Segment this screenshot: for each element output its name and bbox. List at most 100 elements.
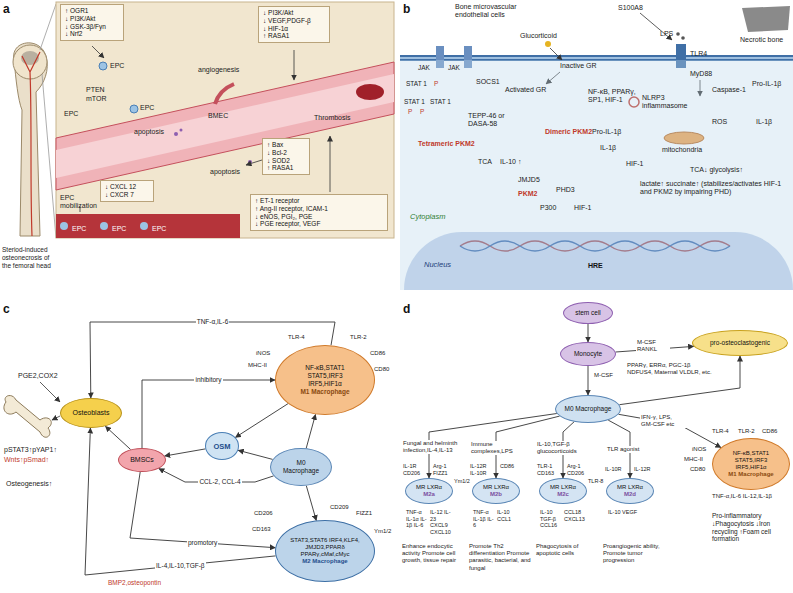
m2-subtype-cell: MR LXRαM2b bbox=[472, 478, 520, 504]
annotation-label: EPC mobilization bbox=[60, 194, 98, 211]
pathway-box: ↓ PI3K/Akt↓ VEGF,PDGF-β↓ HIF-1α↑ RASA1 bbox=[258, 6, 330, 43]
annotation-label: PGE2,COX2 bbox=[18, 372, 58, 380]
annotation-label: HIF-1 bbox=[626, 160, 644, 168]
monocyte-cell: Monocyte bbox=[560, 342, 616, 366]
vessel-illustration bbox=[56, 2, 394, 238]
node-text: Cytoplasm bbox=[410, 212, 445, 221]
node-text: ↓ Nrf2 bbox=[65, 30, 82, 38]
annotation-label: Wnts↑pSmad↑ bbox=[4, 456, 49, 464]
annotation-label: TLR-8 bbox=[588, 478, 603, 485]
annotation-label: CD86 bbox=[500, 463, 514, 470]
annotation-label: angiogenesis bbox=[198, 66, 239, 74]
node-text: stem cell bbox=[575, 309, 601, 317]
node-text: M1 Macrophage bbox=[728, 471, 773, 478]
osteoclast-cell: pro-osteoclastogenic bbox=[692, 330, 788, 356]
annotation-label: IL-1R bbox=[403, 463, 416, 470]
annotation-label: Activated GR bbox=[505, 86, 546, 94]
annotation-label: Enhance endocytic activity Promote cell … bbox=[402, 543, 466, 565]
annotation-label: P bbox=[420, 108, 424, 116]
node-text: STAT3,STAT6 IRF4,KLF4, JMJD3,PPARδ PPARγ… bbox=[290, 537, 360, 559]
bone-marrow bbox=[56, 214, 240, 238]
annotation-label: PTEN bbox=[86, 86, 105, 94]
node-text: MR LXRα bbox=[416, 484, 442, 491]
annotation-label: MHC-II bbox=[684, 456, 703, 463]
annotation-label: CD163 bbox=[252, 526, 271, 533]
annotation-label: TEPP-46 or DASA-58 bbox=[468, 112, 512, 129]
epc-cell bbox=[140, 222, 148, 230]
annotation-label: Dimeric PKM2 bbox=[545, 128, 592, 136]
annotation-label: TNF-α IL-1α IL-1β IL-6 bbox=[406, 509, 428, 529]
necrotic-bone bbox=[742, 6, 790, 32]
panel-letter: c bbox=[3, 302, 10, 316]
effect-arrow bbox=[330, 136, 331, 192]
panel-letter: b bbox=[403, 2, 410, 16]
annotation-label: TCA↓ glycolysis↑ bbox=[690, 166, 743, 174]
connector-arrow bbox=[306, 486, 316, 521]
annotation-label: FIZZ1 bbox=[356, 510, 372, 517]
node-text: MR LXRα bbox=[483, 484, 509, 491]
osm-circle: OSM bbox=[205, 432, 239, 460]
bone-shape bbox=[4, 396, 51, 438]
femoral-vessel bbox=[22, 52, 40, 236]
pathway-box: ↑ Bax↓ Bcl-2↓ SOD2↑ RASA1 bbox=[262, 138, 310, 175]
annotation-label: iNOS bbox=[692, 446, 706, 453]
pathway-box: ↑ ET-1 receptor↑ Ang-II receptor, ICAM-1… bbox=[250, 194, 388, 231]
node-text: ↓ GSK-3β/Fyn bbox=[65, 23, 106, 31]
nucleus-region: Nucleus bbox=[404, 232, 793, 290]
annotation-label: Necrotic bone bbox=[740, 36, 790, 44]
annotation-label: Glucorticoid bbox=[520, 32, 557, 40]
stem-cell: stem cell bbox=[563, 302, 613, 324]
annotation-label: Thrombosis bbox=[314, 114, 351, 122]
node-text: ↑ Bax bbox=[267, 141, 283, 149]
node-text: Monocyte bbox=[574, 350, 602, 358]
annotation-label: EPC bbox=[110, 62, 124, 70]
annotation-label: Pro-IL-1β bbox=[592, 128, 621, 136]
edge-label: inhibitory bbox=[194, 376, 222, 384]
annotation-label: IL-12R bbox=[470, 463, 487, 470]
connector-arrow bbox=[238, 450, 272, 459]
apoptotic-body bbox=[180, 129, 183, 132]
node-text: M0 Macrophage bbox=[565, 405, 612, 413]
annotation-label: JAK bbox=[418, 64, 430, 72]
annotation-label: iNOS bbox=[256, 350, 270, 357]
connector-arrow bbox=[85, 428, 276, 575]
m2-subtype-cell: MR LXRαM2d bbox=[606, 478, 654, 504]
panel-letter: d bbox=[403, 302, 410, 316]
annotation-label: FIZZ1 bbox=[433, 470, 448, 477]
annotation-label: CCL18 CXCL13 bbox=[564, 509, 588, 522]
edge-label: promotory bbox=[187, 539, 218, 547]
pathway-box: ↓ CXCL 12↓ CXCR 7 bbox=[100, 180, 154, 202]
node-text: ↑ OGR1 bbox=[65, 7, 88, 15]
vessel-lumen bbox=[56, 74, 394, 178]
node-text: ↑ RASA1 bbox=[267, 164, 293, 172]
annotation-label: Proangiogenic ability, Promote tumor pro… bbox=[603, 543, 671, 565]
edge-label: Fungal and helminth infection,IL-4,IL-13 bbox=[402, 440, 468, 454]
epc-cell bbox=[130, 105, 138, 113]
node-text: NF-κB,STAT1 STAT5,IRF3 IRF5,HIF1α bbox=[723, 450, 779, 472]
annotation-label: mitochondria bbox=[662, 146, 702, 154]
annotation-label: PHD3 bbox=[556, 186, 575, 194]
node-text: ↑ ET-1 receptor bbox=[255, 197, 299, 205]
m2-subtype-cell: MR LXRαM2a bbox=[405, 478, 453, 504]
node-text: M2 Macrophage bbox=[302, 558, 347, 565]
annotation-label: lactate↑ succinate↑ (stabilizes/activate… bbox=[640, 180, 790, 197]
annotation-label: IL-1β bbox=[756, 118, 772, 126]
node-text: ↓ SOD2 bbox=[267, 157, 290, 165]
annotation-label: MHC-II bbox=[248, 362, 267, 369]
edge-label: IFN-γ, LPS, GM-CSF etc bbox=[640, 414, 686, 428]
annotation-label: pSTAT3↑pYAP1↑ bbox=[4, 446, 57, 454]
annotation-label: EPC bbox=[64, 110, 78, 118]
annotation-label: IL-10R bbox=[605, 466, 622, 473]
annotation-label: TNF-α,IL-6 IL-12,IL-1β bbox=[712, 493, 790, 500]
angiogenic-sprout bbox=[215, 84, 234, 104]
edge-label: CCL-2, CCL-4 bbox=[198, 478, 241, 486]
annotation-label: P bbox=[434, 80, 438, 88]
node-text: MR LXRα bbox=[550, 484, 576, 491]
annotation-label: Inactive GR bbox=[560, 62, 597, 70]
annotation-label: EPC bbox=[152, 225, 166, 233]
annotation-label: STAT 1 bbox=[406, 80, 427, 88]
annotation-label: EPC bbox=[112, 225, 126, 233]
femur-bone bbox=[14, 43, 48, 236]
annotation-label: CD86 bbox=[762, 428, 777, 435]
m0-macrophage: M0 Macrophage bbox=[270, 448, 332, 486]
